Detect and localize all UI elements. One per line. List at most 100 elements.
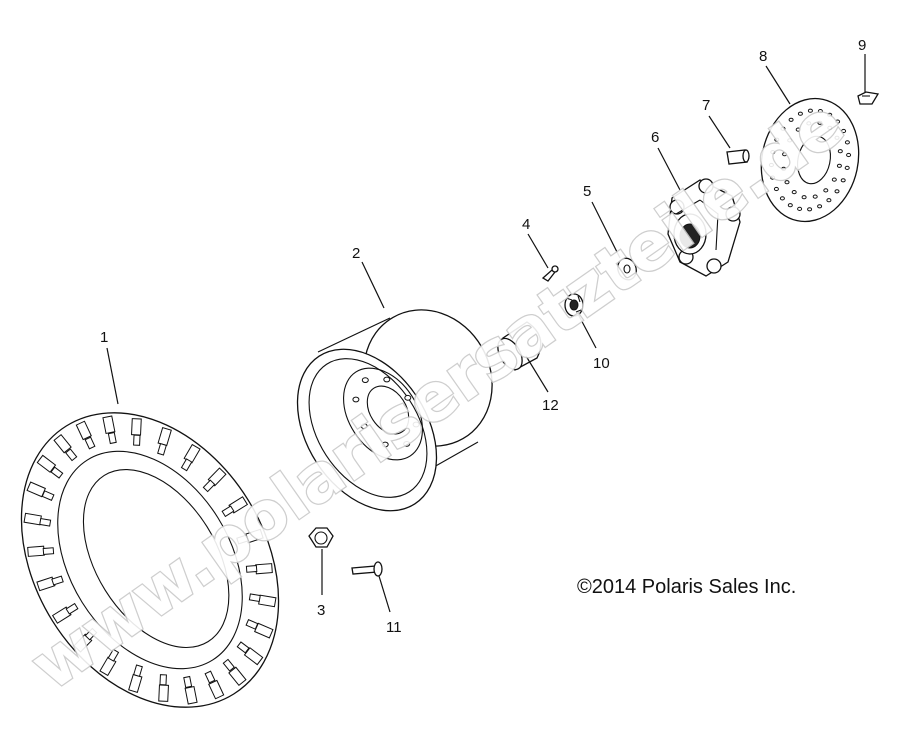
callout-12: 12: [542, 397, 559, 414]
tread-block: [258, 594, 277, 608]
disc-hole: [791, 190, 797, 195]
hub-cap: [497, 321, 542, 371]
tread-block: [158, 684, 169, 702]
disc-hole: [770, 175, 776, 180]
copyright-notice: ©2014 Polaris Sales Inc.: [577, 576, 796, 598]
tread-block: [133, 434, 141, 446]
disc-hole: [779, 196, 785, 201]
disc-hole: [834, 189, 840, 194]
castle-nut: [564, 293, 584, 317]
disc-hole: [768, 162, 774, 168]
disc-hole: [846, 152, 852, 158]
lug-nut: [308, 527, 334, 548]
disc-hole: [812, 194, 818, 199]
rim-hole: [381, 441, 389, 448]
disc-hole: [787, 203, 793, 208]
tread-block: [184, 685, 198, 705]
tread-block: [36, 454, 57, 473]
tread-block: [107, 648, 120, 662]
tread-block: [180, 458, 193, 472]
tread-block: [84, 627, 98, 641]
brake-disc: [760, 97, 860, 223]
tread-block: [208, 679, 225, 700]
disc-hole: [782, 152, 788, 157]
callout-9: 9: [858, 37, 866, 54]
disc-hole: [844, 140, 850, 145]
watermark: www.polarisersatzteile.de: [17, 84, 858, 705]
disc-hole: [817, 204, 823, 209]
disc-hole: [770, 150, 776, 155]
tread-block: [222, 658, 235, 672]
disc-hole: [784, 180, 790, 185]
tread-block: [39, 517, 52, 527]
disc-hole: [787, 138, 793, 143]
tread-block: [245, 564, 258, 573]
washer: [617, 257, 637, 281]
rim-hole: [383, 376, 391, 383]
tread-block: [51, 575, 64, 586]
leader-lines: [106, 54, 866, 613]
callout-8: 8: [759, 48, 767, 65]
disc-hole: [807, 108, 813, 113]
callout-1: 1: [100, 329, 108, 346]
tread-block: [75, 420, 92, 441]
rim-hole: [403, 441, 411, 447]
disc-hole: [781, 166, 787, 171]
tread-block: [202, 479, 216, 493]
wheel-hub: [667, 178, 741, 277]
tread-block: [42, 547, 55, 556]
disc-hole: [840, 178, 846, 183]
tread-block: [23, 512, 42, 526]
disc-hole: [795, 127, 801, 132]
disc-hole: [841, 128, 847, 134]
tread-block: [131, 418, 142, 436]
tread-block: [243, 647, 264, 666]
disc-hole: [836, 163, 842, 168]
wheel-stud: [726, 149, 750, 165]
rim-hole: [404, 394, 412, 401]
tread-block: [133, 664, 143, 677]
tread-block: [102, 415, 116, 435]
disc-hole: [827, 112, 833, 117]
disc-hole: [797, 111, 803, 116]
tread-block: [53, 433, 72, 454]
disc-hole: [797, 206, 803, 211]
callout-11: 11: [386, 619, 402, 636]
disc-hole: [806, 121, 812, 126]
tire-treads: [23, 415, 277, 705]
callouts: 1 2 3 4 5 6 7 8 9 10 11 12: [100, 37, 866, 636]
tread-block: [65, 602, 79, 615]
callout-2: 2: [352, 245, 360, 262]
tread-block: [236, 534, 249, 545]
axle-pin: [351, 561, 383, 577]
callout-4: 4: [522, 216, 530, 233]
disc-hole: [835, 119, 841, 124]
callout-6: 6: [651, 129, 659, 146]
tread-block: [204, 670, 216, 684]
disc-hole: [834, 135, 840, 140]
disc-hole: [831, 177, 837, 182]
callout-3: 3: [317, 602, 325, 619]
tread-block: [221, 505, 235, 518]
disc-hole: [823, 188, 829, 193]
tread-block: [248, 593, 261, 603]
tread-block: [228, 666, 247, 687]
disc-hole: [817, 109, 823, 114]
callout-7: 7: [702, 97, 710, 114]
disc-hole: [774, 137, 780, 142]
tread-block: [50, 466, 64, 479]
disc-hole: [826, 198, 832, 203]
tread-block: [159, 674, 167, 686]
tread-block: [65, 448, 78, 462]
cotter-pin: [541, 265, 559, 282]
disc-hole: [773, 186, 779, 192]
tread-block: [27, 545, 45, 557]
callout-5: 5: [583, 183, 591, 200]
tread-block: [84, 436, 96, 450]
rim-hole: [412, 421, 420, 428]
tread-block: [107, 431, 117, 445]
rim-hole: [361, 377, 369, 384]
disc-hole: [780, 126, 786, 131]
